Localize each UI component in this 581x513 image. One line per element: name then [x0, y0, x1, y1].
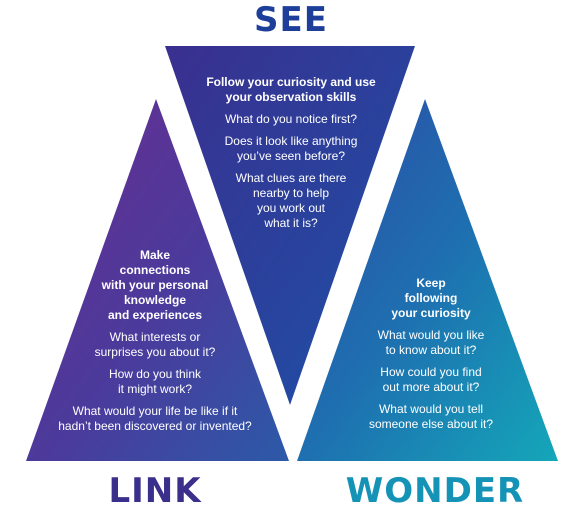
see-heading-text: Follow your curiosity and use your obser…	[206, 75, 376, 104]
see-question: What do you notice first?	[224, 112, 358, 126]
wonder-question: What would you like to know about it?	[377, 328, 485, 357]
see-question: Does it look like anything you’ve seen b…	[224, 134, 358, 163]
see-text-block: Follow your curiosity and use your obser…	[181, 75, 401, 231]
see-title: SEE	[254, 0, 328, 40]
see-question: What clues are there nearby to help you …	[235, 171, 347, 230]
link-question: What interests or surprises you about it…	[94, 330, 216, 359]
link-question: What would your life be like if it hadn’…	[58, 404, 252, 433]
link-heading-text: Make connections with your personal know…	[101, 248, 209, 322]
wonder-triangle	[297, 99, 558, 461]
link-triangle	[26, 99, 289, 461]
wonder-title: WONDER	[345, 471, 525, 511]
see-triangle	[165, 46, 415, 405]
link-text-block: Make connections with your personal know…	[45, 248, 265, 434]
wonder-text-block: Keep following your curiosity What would…	[333, 276, 529, 432]
link-question: How do you think it might work?	[108, 367, 202, 396]
wonder-question: How could you find out more about it?	[380, 365, 482, 394]
wonder-heading-text: Keep following your curiosity	[391, 276, 471, 320]
wonder-question: What would you tell someone else about i…	[368, 402, 494, 431]
link-title: LINK	[108, 471, 202, 511]
